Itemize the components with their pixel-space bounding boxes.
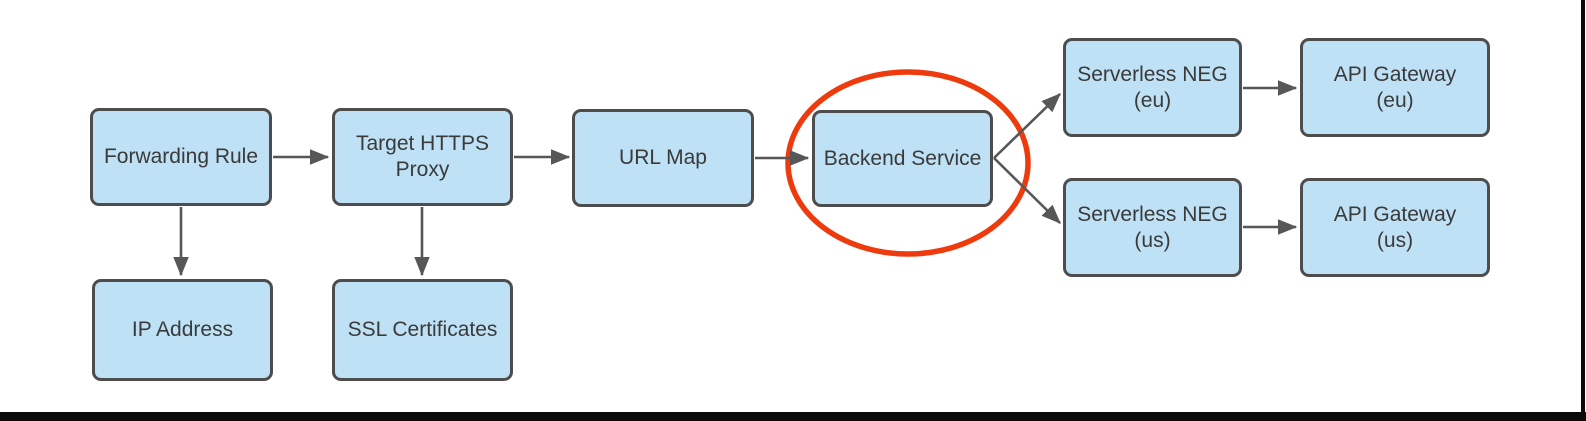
node-forwarding-rule-label: Forwarding Rule [103, 145, 259, 168]
node-url-map: URL Map [572, 109, 754, 207]
node-api-gateway-eu-label: API Gateway (eu) [1333, 62, 1457, 112]
node-url-map-label: URL Map [619, 146, 707, 169]
node-api-gateway-us-label: API Gateway (us) [1333, 202, 1457, 252]
node-target-https-proxy-label: Target HTTPS Proxy [355, 132, 490, 181]
node-serverless-neg-eu-label: Serverless NEG (eu) [1077, 62, 1228, 112]
arrow-backend-service-to-serverless-neg-eu [993, 93, 1061, 159]
arrow-backend-service-to-serverless-neg-us [993, 157, 1061, 224]
node-api-gateway-us: API Gateway (us) [1300, 178, 1490, 277]
node-backend-service-label: Backend Service [823, 146, 982, 170]
node-ssl-certificates-label: SSL Certificates [347, 318, 498, 341]
node-api-gateway-eu: API Gateway (eu) [1300, 38, 1490, 137]
node-ip-address-label: IP Address [131, 318, 234, 341]
node-backend-service: Backend Service [812, 110, 993, 207]
node-serverless-neg-us-label: Serverless NEG (us) [1077, 202, 1228, 252]
node-forwarding-rule: Forwarding Rule [90, 108, 272, 206]
node-target-https-proxy: Target HTTPS Proxy [332, 108, 513, 206]
frame-border-bottom [0, 412, 1586, 421]
node-ssl-certificates: SSL Certificates [332, 279, 513, 381]
frame-border-right [1581, 0, 1585, 421]
highlight-ellipse-backend-service [785, 69, 1031, 257]
node-serverless-neg-us: Serverless NEG (us) [1063, 178, 1242, 277]
node-ip-address: IP Address [92, 279, 273, 381]
node-serverless-neg-eu: Serverless NEG (eu) [1063, 38, 1242, 137]
